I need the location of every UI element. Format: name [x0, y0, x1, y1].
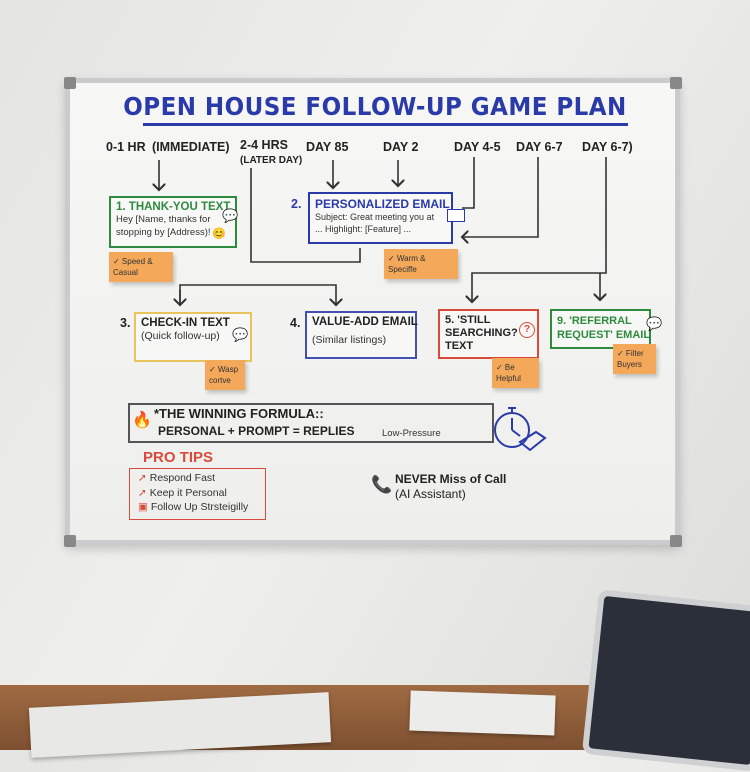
pro-tip-item: ▣ Follow Up Strsteigilly: [138, 500, 248, 515]
step-body: (Quick follow-up): [141, 330, 220, 342]
speech-bubble-icon: 💬: [646, 316, 663, 331]
step-title: SEARCHING?: [445, 327, 518, 339]
board-corner: [64, 535, 76, 547]
pro-tip-text: Respond Fast: [149, 472, 216, 484]
smiley-icon: 😊: [212, 228, 226, 240]
speech-bubble-icon: 💬: [232, 327, 249, 342]
clock-handshake-icon: [494, 407, 547, 452]
timeline-label: DAY 2: [383, 140, 419, 154]
step-still-searching-text: 5. 'STILL SEARCHING? TEXT: [438, 309, 539, 359]
pro-tips-list: ➚ Respond Fast ➚ Keep it Personal ▣ Foll…: [138, 471, 248, 515]
pro-tips-box: [129, 468, 266, 520]
timeline-label: DAY 6-7: [516, 140, 563, 154]
step-body: stopping by [Address)!: [116, 227, 211, 238]
step-title: PERSONALIZED EMAIL: [315, 197, 450, 211]
pro-tip-item: ➚ Respond Fast: [138, 471, 248, 486]
fire-icon: 🔥: [132, 412, 152, 429]
board-title: OPEN HOUSE FOLLOW-UP GAME PLAN: [123, 92, 627, 121]
timeline-label: (IMMEDIATE): [152, 140, 230, 154]
step-body: Hey [Name, thanks for: [116, 214, 211, 225]
envelope-icon: [447, 209, 465, 222]
timeline-label: 0-1 HR: [106, 140, 146, 154]
step-personalized-email: PERSONALIZED EMAIL Subject: Great meetin…: [308, 192, 453, 244]
winning-formula-box: [128, 403, 494, 443]
papers: [409, 690, 556, 736]
formula-heading: *THE WINNING FORMULA::: [154, 406, 324, 421]
step-body: ... Highlight: [Feature] ...: [315, 224, 412, 234]
call-line: NEVER Miss of Call: [395, 472, 507, 486]
step-title: 'REFERRAL: [569, 315, 632, 327]
step-number: 1.: [116, 201, 126, 213]
step-number: 4.: [290, 316, 301, 330]
step-title: TEXT: [445, 340, 474, 352]
phone-icon: 📞: [371, 475, 393, 494]
sticky-note: ✓ Warm & Speciffe: [384, 249, 458, 279]
rocket-icon: ➚: [138, 472, 147, 484]
step-value-add-email: VALUE-ADD EMAIL (Similar listings): [305, 311, 418, 359]
speech-bubble-icon: 💬: [222, 208, 239, 223]
sticky-note: ✓ Wasp cortve: [205, 360, 245, 390]
step-number: 3.: [120, 316, 131, 330]
timeline-label: DAY 6-7): [582, 140, 633, 154]
pro-tip-text: Keep it Personal: [149, 486, 227, 499]
board-corner: [670, 77, 682, 89]
board-corner: [64, 77, 76, 89]
step-title: CHECK-IN TEXT: [141, 317, 230, 329]
call-note: NEVER Miss of Call (AI Assistant): [395, 472, 506, 502]
timeline-sublabel: (LATER DAY): [240, 155, 303, 166]
step-title: THANK-YOU TEXT: [128, 201, 231, 213]
pro-tips-title: PRO TIPS: [143, 449, 214, 466]
step-number: 5.: [445, 314, 455, 326]
tablet: [581, 589, 750, 772]
title-underline: [143, 123, 628, 126]
board-corner: [670, 535, 682, 547]
question-icon: ?: [519, 322, 535, 338]
step-number: 2.: [291, 197, 302, 211]
step-referral-request-email: 9. 'REFERRAL REQUEST' EMAIL: [550, 309, 651, 349]
step-title: REQUEST' EMAIL: [557, 329, 651, 341]
call-line: (AI Assistant): [395, 487, 466, 501]
step-check-in-text: CHECK-IN TEXT (Quick follow-up): [134, 312, 252, 362]
step-thank-you-text: 1. THANK-YOU TEXT Hey [Name, thanks for …: [109, 196, 237, 248]
timeline-label: DAY 4-5: [454, 140, 501, 154]
timeline-label: 2-4 HRS: [240, 138, 288, 152]
flow-arrows: [0, 157, 607, 750]
steps-icon: ▣: [138, 501, 148, 513]
timeline-label: DAY 85: [306, 140, 349, 154]
pro-tip-text: Follow Up Strsteigilly: [150, 501, 249, 513]
arrow-icon: ➚: [138, 486, 147, 499]
sticky-note: ✓ Be Helpful: [492, 358, 539, 388]
formula-equation: PERSONAL + PROMPT = REPLIES: [158, 424, 355, 438]
step-body: (Similar listings): [312, 334, 387, 346]
step-number: 9.: [557, 315, 567, 327]
step-title: VALUE-ADD EMAIL: [312, 316, 418, 328]
step-title: 'STILL: [457, 314, 491, 326]
pro-tip-item: ➚ Keep it Personal: [138, 486, 248, 501]
sticky-note: ✓ Filter Buyers: [613, 344, 656, 374]
formula-tag: Low-Pressure: [382, 428, 441, 439]
step-body: Subject: Great meeting you at: [315, 212, 435, 222]
sticky-note: ✓ Speed & Casual: [109, 252, 173, 282]
